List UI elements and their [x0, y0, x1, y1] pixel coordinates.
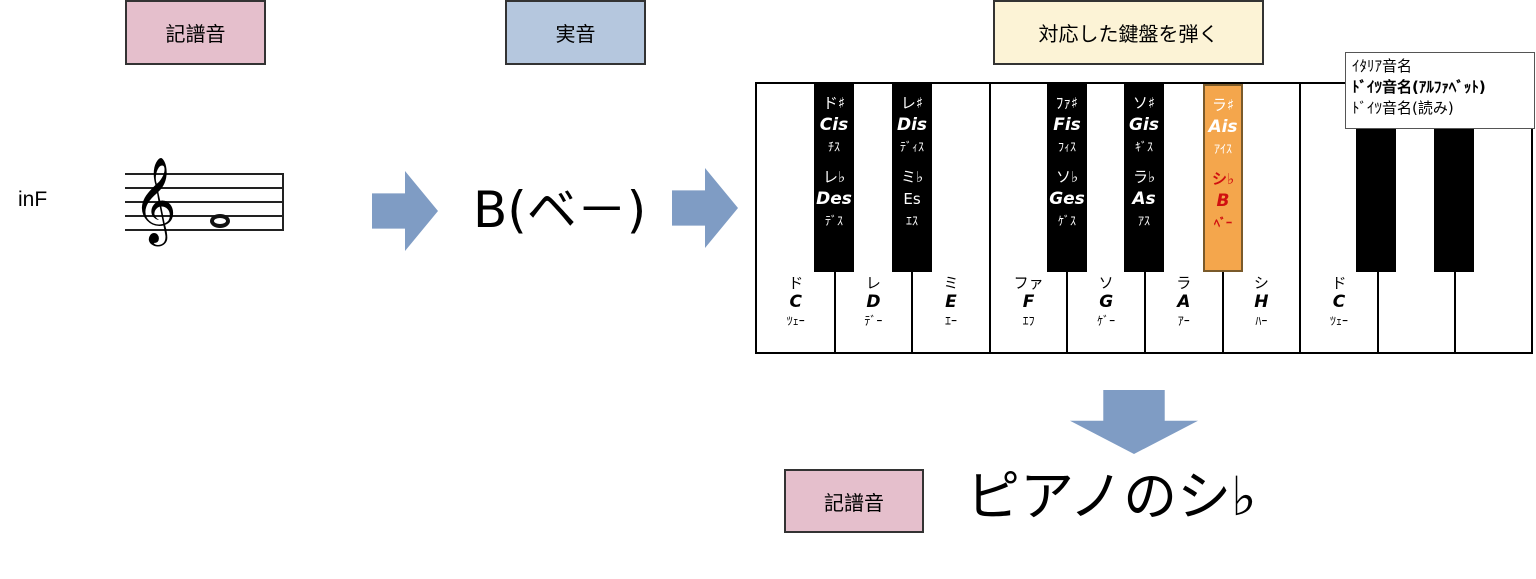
sharp-german: Dis [896, 115, 928, 135]
key-divider [1066, 270, 1069, 352]
key-german-name: G [1099, 292, 1114, 312]
flat-reading: ｱｽ [1137, 214, 1150, 228]
key-german-name: C [789, 292, 803, 312]
flat-reading: ｹﾞｽ [1057, 214, 1076, 228]
sharp-reading: ｱｲｽ [1213, 142, 1232, 156]
legend-italian: ｲﾀﾘｱ音名 [1352, 57, 1413, 75]
key-italian-name: ファ [1013, 274, 1044, 292]
flat-german: Ges [1049, 189, 1085, 209]
key-divider [911, 270, 914, 352]
flat-italian: ソ♭ [1055, 168, 1079, 186]
key-german-reading: ｱｰ [1177, 314, 1190, 328]
arrow-down-icon [1070, 390, 1198, 454]
key-divider [1221, 270, 1224, 352]
flat-german: As [1132, 189, 1156, 209]
black-key[interactable]: レ♯ Dis ﾃﾞｨｽ ミ♭ Es ｴｽ [892, 84, 932, 272]
concert-note: B(ベ－) [473, 181, 647, 239]
key-divider [1144, 270, 1146, 352]
flat-reading: ﾃﾞｽ [824, 214, 843, 228]
black-key[interactable]: ド♯ Cis ﾁｽ レ♭ Des ﾃﾞｽ [814, 84, 854, 272]
arrow-right-icon [372, 171, 438, 251]
sharp-italian: ソ♯ [1132, 94, 1156, 112]
result-text: ピアノのシ♭ [966, 465, 1257, 528]
flat-italian: レ♭ [822, 168, 846, 186]
transposition-label: inF [18, 188, 48, 211]
key-german-reading: ﾃﾞｰ [864, 314, 883, 328]
key-german-name: D [866, 292, 881, 312]
sharp-italian: レ♯ [900, 94, 924, 112]
key-divider [833, 270, 836, 352]
key-divider [1454, 270, 1457, 352]
key-german-reading: ﾂｪｰ [1329, 314, 1348, 328]
key-german-reading: ｴﾌ [1022, 314, 1035, 328]
sharp-german: Gis [1129, 115, 1159, 135]
play-key-label: 対応した鍵盤を弾く [993, 0, 1264, 65]
black-key[interactable]: ﾌｧ♯ Fis ﾌｨｽ ソ♭ Ges ｹﾞｽ [1047, 84, 1087, 272]
key-italian-name: ミ [943, 274, 959, 292]
sharp-german: Cis [819, 115, 849, 135]
flat-german: Des [816, 189, 852, 209]
legend-german-reading: ﾄﾞｲﾂ音名(読み) [1352, 99, 1454, 117]
sharp-german: Fis [1053, 115, 1081, 135]
flat-reading: ｴｽ [905, 214, 918, 228]
staff: 𝄞 [125, 157, 285, 243]
key-italian-name: ド [1331, 274, 1347, 292]
key-german-reading: ｴｰ [944, 314, 957, 328]
flat-german: B [1216, 191, 1230, 211]
treble-clef-icon: 𝄞 [133, 157, 177, 243]
flat-italian: シ♭ [1211, 170, 1235, 188]
flat-german: Es [903, 190, 921, 208]
key-divider [1376, 270, 1379, 352]
sharp-reading: ﾁｽ [827, 140, 840, 154]
key-divider [988, 84, 991, 352]
key-german-reading: ﾊｰ [1255, 314, 1268, 328]
sharp-italian: ﾌｧ♯ [1055, 94, 1079, 112]
key-german-reading: ﾂｪｰ [786, 314, 805, 328]
key-divider [1299, 84, 1302, 352]
black-key-highlighted[interactable]: ラ♯ Ais ｱｲｽ シ♭ B ﾍﾞｰ [1203, 84, 1243, 272]
sharp-reading: ﾃﾞｨｽ [899, 140, 924, 154]
sharp-italian: ラ♯ [1211, 96, 1235, 114]
arrow-right-icon [672, 168, 738, 248]
key-italian-name: ソ [1098, 274, 1114, 292]
key-german-name: H [1254, 292, 1269, 312]
whole-note-icon [210, 214, 230, 228]
key-german-name: E [945, 292, 957, 312]
sharp-reading: ｷﾞｽ [1134, 140, 1153, 154]
flat-reading: ﾍﾞｰ [1213, 216, 1232, 230]
key-italian-name: ラ [1176, 274, 1192, 292]
sharp-italian: ド♯ [822, 94, 846, 112]
bottom-notated-label: 記譜音 [784, 469, 924, 533]
flat-italian: ミ♭ [900, 168, 924, 186]
sharp-german: Ais [1208, 117, 1238, 137]
key-german-name: F [1022, 292, 1035, 312]
key-italian-name: シ [1253, 274, 1269, 292]
black-key[interactable]: ソ♯ Gis ｷﾞｽ ラ♭ As ｱｽ [1124, 84, 1164, 272]
key-italian-name: レ [865, 274, 881, 292]
notated-pitch-label: 記譜音 [125, 0, 266, 65]
key-italian-name: ド [788, 274, 804, 292]
flat-italian: ラ♭ [1132, 168, 1156, 186]
legend: ｲﾀﾘｱ音名 ﾄﾞｲﾂ音名(ｱﾙﾌｧﾍﾞｯﾄ) ﾄﾞｲﾂ音名(読み) [1345, 52, 1535, 129]
key-german-reading: ｹﾞｰ [1097, 314, 1116, 328]
concert-pitch-label: 実音 [505, 0, 646, 65]
legend-german-alpha: ﾄﾞｲﾂ音名(ｱﾙﾌｧﾍﾞｯﾄ) [1352, 78, 1486, 96]
sharp-reading: ﾌｨｽ [1057, 140, 1076, 154]
key-german-name: A [1177, 292, 1191, 312]
key-german-name: C [1332, 292, 1346, 312]
